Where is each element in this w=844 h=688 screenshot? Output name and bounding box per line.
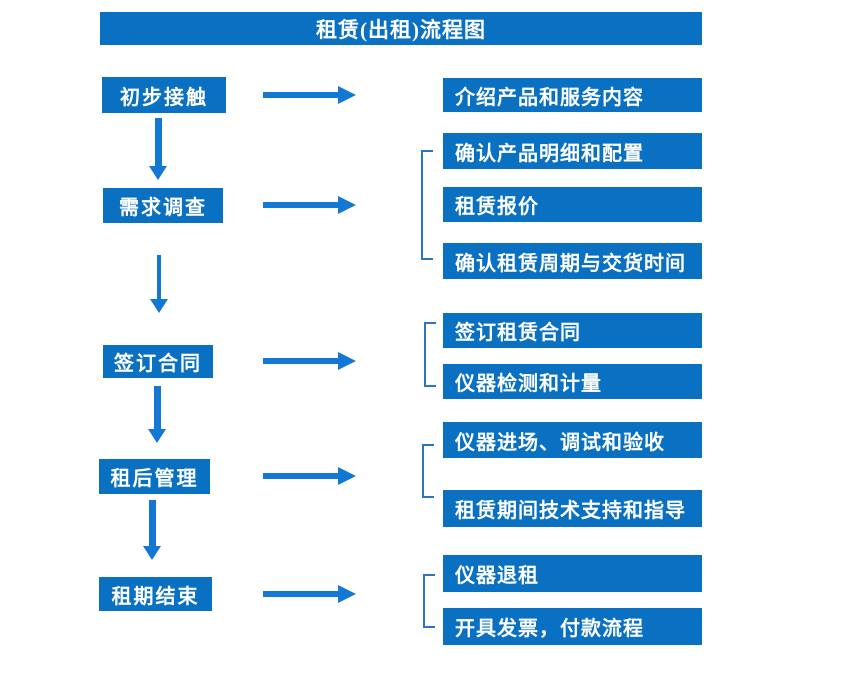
- right-arrow-icon: [263, 585, 356, 603]
- group-bracket: [421, 150, 433, 260]
- right-arrow-icon: [263, 86, 356, 104]
- step-post-rental-management: 租后管理: [99, 459, 210, 494]
- right-arrow-icon: [263, 467, 356, 485]
- detail-sign-rental-contract: 签订租赁合同: [443, 313, 702, 348]
- down-arrow-icon: [149, 118, 167, 180]
- detail-introduce-products: 介绍产品和服务内容: [443, 78, 702, 112]
- step-demand-survey: 需求调查: [103, 188, 223, 223]
- step-rental-end: 租期结束: [99, 577, 212, 611]
- group-bracket: [424, 322, 436, 387]
- flowchart-title: 租赁(出租)流程图: [100, 12, 702, 45]
- detail-instrument-setup-acceptance: 仪器进场、调试和验收: [443, 422, 702, 458]
- detail-tech-support: 租赁期间技术支持和指导: [443, 490, 702, 527]
- step-contract-signing: 签订合同: [103, 345, 213, 378]
- step-initial-contact: 初步接触: [102, 77, 226, 113]
- group-bracket: [422, 444, 434, 498]
- down-arrow-icon: [143, 500, 161, 560]
- down-arrow-icon: [150, 255, 168, 313]
- detail-instrument-return: 仪器退租: [443, 555, 702, 592]
- detail-confirm-product-config: 确认产品明细和配置: [443, 133, 702, 169]
- down-arrow-icon: [148, 386, 166, 443]
- detail-invoice-payment: 开具发票，付款流程: [443, 608, 702, 645]
- group-bracket: [423, 574, 435, 628]
- detail-rental-quotation: 租赁报价: [443, 187, 702, 222]
- detail-instrument-testing: 仪器检测和计量: [443, 364, 702, 399]
- right-arrow-icon: [263, 196, 356, 214]
- detail-confirm-period-delivery: 确认租赁周期与交货时间: [443, 243, 702, 279]
- right-arrow-icon: [263, 352, 356, 370]
